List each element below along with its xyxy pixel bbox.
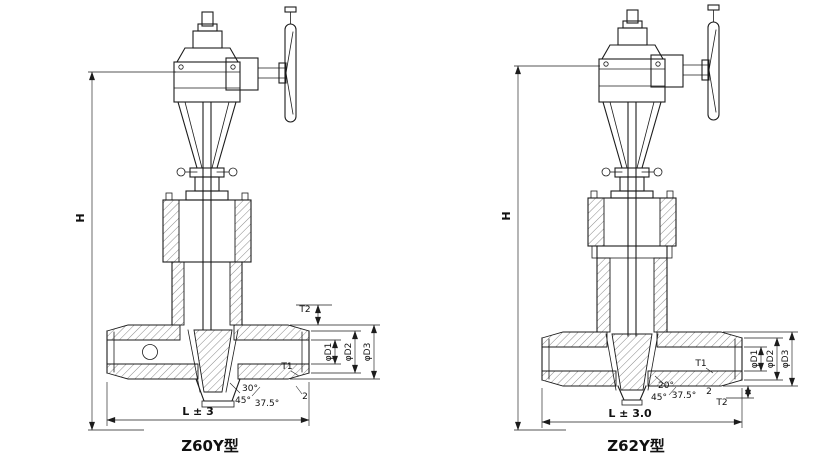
dim-right-stack: T2 φD1 φD2 φD3: [290, 304, 380, 380]
angle-label-2: 45°: [651, 393, 667, 403]
dim-d2-label: φD2: [766, 350, 776, 369]
valve-right-z62y: H L ± 3.0 φD1 φD2 φD3 T1 20° 45°: [500, 4, 798, 455]
body-neck: [171, 261, 243, 326]
actuator-housing: [598, 54, 684, 103]
handwheel: [682, 4, 720, 121]
dim-d1-label: φD1: [750, 350, 760, 369]
dim-d1-label: φD1: [324, 343, 334, 362]
stem: [627, 101, 637, 337]
stem: [202, 101, 212, 331]
dim-l: L ± 3: [106, 382, 310, 426]
angle-label-3: 37.5°: [672, 391, 697, 401]
handwheel: [257, 6, 297, 123]
gland-assembly: [601, 167, 663, 199]
wedge-seat: [187, 329, 241, 408]
dim-h: H: [74, 71, 176, 431]
valve-left-z60y: H L ± 3 T2 φD1 φD2 φD3 T1: [74, 6, 380, 455]
gland-assembly: [176, 167, 238, 201]
dim-t2-label: T2: [715, 398, 727, 408]
angle-label-3: 37.5°: [255, 399, 280, 409]
wedge-seat: [605, 333, 659, 406]
valve-left-title: Z60Y型: [181, 437, 239, 455]
dim-t1-label: T1: [280, 362, 292, 372]
dim-seat-annotations: T1 20° 45° 37.5° 2 T2: [651, 359, 754, 408]
pipe-body: [541, 331, 743, 387]
dim-seat-annotations: T1 30° 45° 37.5° 2: [229, 362, 308, 409]
dim-h-label: H: [500, 211, 513, 220]
dim-h: H: [500, 65, 600, 431]
dim-d2-label: φD2: [344, 343, 354, 362]
valve-right-title: Z62Y型: [607, 437, 665, 455]
dim-right-stack: φD1 φD2 φD3: [723, 331, 798, 387]
dim-t2-label: T2: [298, 305, 310, 315]
dim-l: L ± 3.0: [541, 388, 743, 428]
seat-width-label: 2: [302, 392, 308, 402]
yoke: [177, 101, 237, 169]
stem-top: [601, 9, 664, 60]
angle-label-1: 30°: [242, 384, 258, 394]
dim-d3-label: φD3: [363, 343, 373, 362]
bonnet: [162, 192, 252, 263]
seat-width-label: 2: [706, 387, 712, 397]
dim-l-label: L ± 3: [182, 405, 214, 418]
dim-d3-label: φD3: [781, 350, 791, 369]
angle-label-2: 45°: [235, 396, 251, 406]
stem-top: [176, 11, 239, 63]
body-cylinder: [591, 245, 673, 333]
dim-l-label: L ± 3.0: [608, 407, 652, 420]
dim-h-label: H: [74, 213, 87, 222]
angle-label-1: 20°: [658, 381, 674, 391]
pipe-body: [106, 324, 310, 380]
actuator-housing: [173, 57, 259, 103]
bonnet: [587, 190, 677, 247]
dim-t1-label: T1: [694, 359, 706, 369]
yoke: [602, 101, 662, 169]
